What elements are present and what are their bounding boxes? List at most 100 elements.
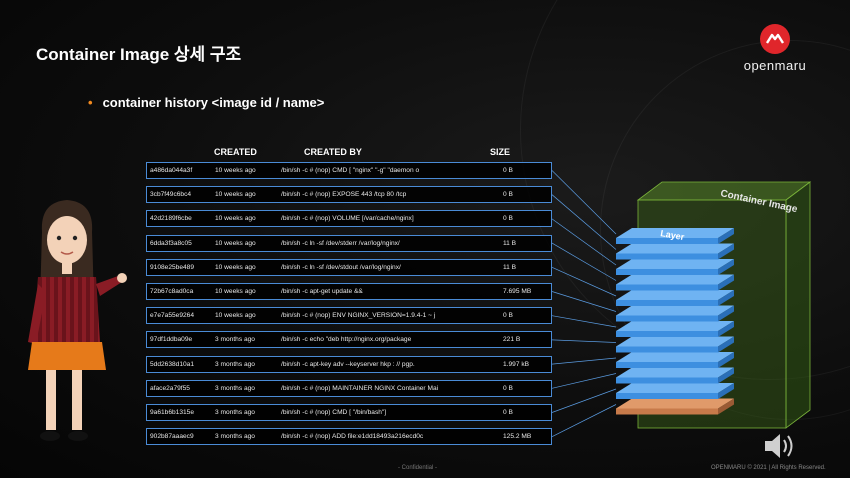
created-by-cell: /bin/sh -c echo "deb http://nginx.org/pa…: [281, 336, 412, 344]
connector-line: [551, 404, 617, 438]
layer-slab: [616, 259, 734, 275]
layer-slab: [616, 352, 734, 368]
created-by-cell: /bin/sh -c # (nop) VOLUME [/var/cache/ng…: [281, 215, 414, 223]
table-row: aface2a79f55 3 months ago/bin/sh -c # (no…: [146, 379, 552, 397]
size-cell: 11 B: [503, 239, 517, 247]
table-row: 9a61b6b1315e 3 months ago/bin/sh -c # (no…: [146, 404, 552, 421]
created-cell: 10 weeks ago: [215, 167, 256, 174]
created-cell: 10 weeks ago: [215, 263, 256, 271]
image-id-cell: 5dd2638d10a1: [150, 360, 195, 368]
created-by-cell: /bin/sh -c # (nop) CMD [ "/bin/bash"]: [281, 409, 387, 416]
size-cell: 125.2 MB: [503, 433, 532, 441]
connector-line: [551, 266, 617, 297]
created-by-cell: /bin/sh -c ln -sf /dev/stdout /var/log/n…: [281, 263, 401, 271]
speaker-icon[interactable]: [762, 430, 798, 467]
table-row: 42d2189f6cbe 10 weeks ago/bin/sh -c # (no…: [146, 210, 552, 228]
connector-line: [551, 388, 617, 413]
image-id-cell: a486da044a3f: [150, 167, 193, 174]
table-row: a486da044a3f 10 weeks ago/bin/sh -c # (no…: [146, 162, 552, 179]
created-cell: 3 months ago: [215, 336, 255, 344]
created-cell: 3 months ago: [215, 409, 255, 416]
image-id-cell: e7e7a55e9264: [150, 312, 195, 320]
layer-slab: [616, 383, 734, 399]
header-size: SIZE: [490, 147, 511, 157]
bullet-text: container history <image id / name>: [102, 95, 325, 110]
size-cell: 0 B: [503, 312, 513, 320]
image-id-cell: 72b67c8ad0ca: [150, 288, 194, 295]
layer-slab: [616, 367, 734, 384]
created-by-cell: /bin/sh -c apt-key adv --keyserver hkp :…: [281, 360, 415, 368]
layer-slab: [616, 228, 734, 244]
created-cell: 10 weeks ago: [215, 239, 256, 247]
size-cell: 0 B: [503, 409, 513, 416]
connector-line: [551, 218, 617, 266]
logo-text: openmaru: [743, 58, 807, 73]
image-id-cell: 42d2189f6cbe: [150, 215, 192, 223]
container-image-diagram: Container Image Layer: [616, 181, 812, 429]
footer-copyright: OPENMARU © 2021 | All Rights Reserved.: [711, 465, 826, 471]
layer-slab: [616, 336, 734, 353]
layer-slab: [616, 274, 734, 291]
layer-slab: [616, 398, 734, 415]
table-row: 3cb7f49c6bc4 10 weeks ago/bin/sh -c # (no…: [146, 186, 552, 204]
layer-label: Layer: [660, 228, 686, 242]
connector-line: [551, 357, 617, 365]
created-cell: 10 weeks ago: [215, 215, 256, 223]
created-by-cell: /bin/sh -c # (nop) ADD file:e1dd18493a21…: [281, 433, 424, 441]
created-cell: 3 months ago: [215, 360, 255, 368]
created-by-cell: /bin/sh -c ln -sf /dev/stderr /var/log/n…: [281, 239, 400, 247]
image-id-cell: 9108e25be489: [150, 263, 195, 271]
table-row: 902b87aaaec9 3 months ago/bin/sh -c # (no…: [146, 428, 552, 446]
connector-line: [551, 170, 617, 235]
bullet-dot-icon: •: [88, 95, 93, 110]
size-cell: 0 B: [503, 384, 513, 392]
slide-title: Container Image 상세 구조: [36, 45, 242, 64]
layer-slab: [616, 305, 734, 322]
footer-confidential: - Confidential -: [398, 465, 438, 471]
size-cell: 221 B: [503, 336, 521, 344]
table-row: 5dd2638d10a1 3 months ago/bin/sh -c apt-k…: [146, 355, 552, 373]
created-cell: 3 months ago: [215, 433, 255, 441]
table-row: 9108e25be489 10 weeks ago/bin/sh -c ln -s…: [146, 258, 552, 276]
layer-slab: [616, 243, 734, 260]
created-by-cell: /bin/sh -c apt-get update &&: [281, 288, 363, 295]
bullet-item: • container history <image id / name>: [88, 95, 324, 110]
size-cell: 11 B: [503, 263, 517, 271]
image-id-cell: aface2a79f55: [150, 384, 190, 392]
layer-slab: [616, 321, 734, 337]
logo-mark-icon: [760, 24, 790, 54]
image-id-cell: 3cb7f49c6bc4: [150, 191, 192, 199]
container-box-side: [785, 181, 811, 429]
size-cell: 1.997 kB: [503, 360, 530, 368]
size-cell: 7.695 MB: [503, 288, 532, 295]
connector-line: [551, 242, 617, 281]
created-by-cell: /bin/sh -c # (nop) CMD [ "nginx" "-g" "d…: [281, 167, 420, 174]
size-cell: 0 B: [503, 191, 513, 199]
image-id-cell: 902b87aaaec9: [150, 433, 194, 441]
connector-line: [551, 373, 617, 389]
table-row: 6dda3f3a8c05 10 weeks ago/bin/sh -c ln -s…: [146, 234, 552, 252]
presenter-character: [22, 192, 132, 467]
layer-stack: Layer: [616, 228, 734, 415]
image-id-cell: 97df1ddba09e: [150, 336, 193, 344]
image-id-cell: 6dda3f3a8c05: [150, 239, 192, 247]
connector-line: [551, 291, 617, 312]
image-id-cell: 9a61b6b1315e: [150, 409, 195, 416]
created-cell: 10 weeks ago: [215, 191, 256, 199]
openmaru-logo: openmaru: [735, 24, 815, 80]
connector-line: [551, 339, 617, 343]
table-row: 97df1ddba09e 3 months ago/bin/sh -c echo …: [146, 331, 552, 349]
table-row: 72b67c8ad0ca 10 weeks ago/bin/sh -c apt-g…: [146, 283, 552, 300]
created-cell: 10 weeks ago: [215, 312, 256, 320]
created-cell: 10 weeks ago: [215, 288, 256, 295]
created-by-cell: /bin/sh -c # (nop) MAINTAINER NGINX Cont…: [281, 384, 439, 392]
header-created: CREATED: [214, 147, 257, 157]
created-by-cell: /bin/sh -c # (nop) EXPOSE 443 /tcp 80 /t…: [281, 191, 407, 199]
size-cell: 0 B: [503, 215, 513, 223]
size-cell: 0 B: [503, 167, 513, 174]
created-cell: 3 months ago: [215, 384, 255, 392]
connector-line: [551, 194, 617, 250]
